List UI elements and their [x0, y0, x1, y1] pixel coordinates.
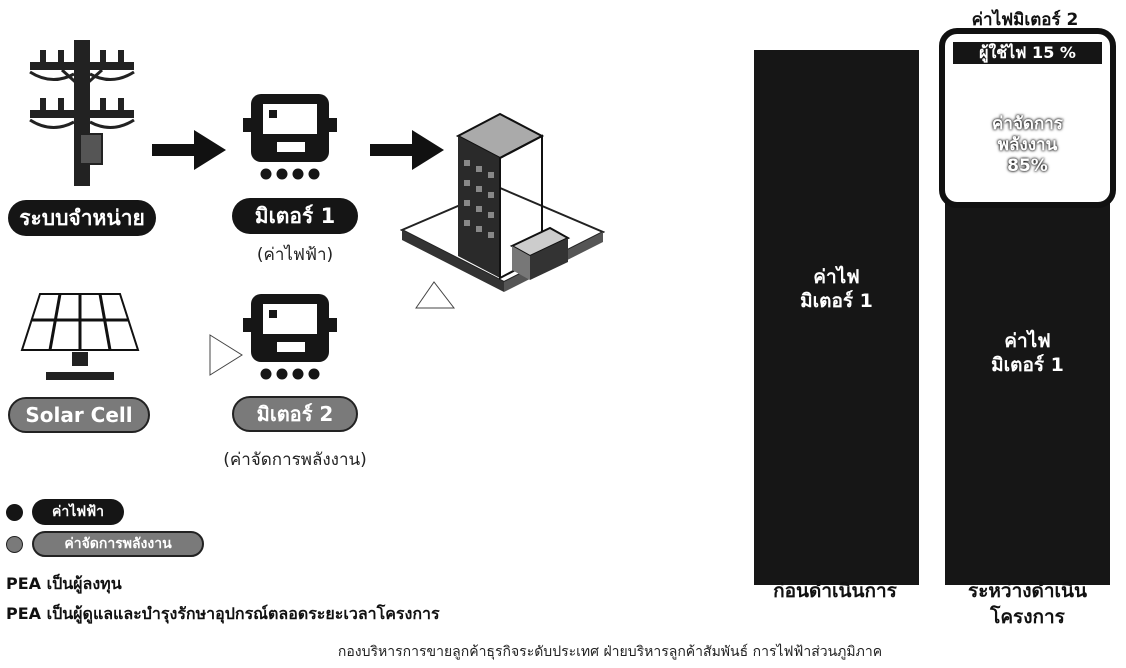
textured-dot-icon — [6, 536, 23, 553]
bar-during-text: ค่าไฟ — [1004, 330, 1051, 352]
bar-before: ค่าไฟ มิเตอร์ 1 — [754, 50, 919, 585]
meter-icon — [243, 294, 337, 380]
meter2-subtitle: (ค่าจัดการพลังงาน) — [223, 450, 367, 470]
mgmt-text: 85% — [1007, 156, 1048, 176]
arrow-right-icon — [166, 334, 243, 376]
mgmt-text: พลังงาน — [997, 135, 1058, 155]
legend-electricity-label: ค่าไฟฟ้า — [32, 499, 124, 525]
note-investor: PEA เป็นผู้ลงทุน — [6, 574, 122, 593]
arrow-up-icon — [366, 281, 456, 369]
meter1-label: มิเตอร์ 1 — [232, 198, 358, 234]
meter2-bar-title: ค่าไฟมิเตอร์ 2 — [971, 10, 1079, 30]
legend-energy-mgmt-label: ค่าจัดการพลังงาน — [32, 531, 204, 557]
caption-during-line: โครงการ — [990, 606, 1065, 628]
arrow-right-icon — [152, 130, 226, 170]
solar-label: Solar Cell — [8, 397, 150, 433]
textured-fill — [953, 67, 1102, 195]
meter2-segment: ผู้ใช้ไฟ 15 % ค่าจัดการ พลังงาน 85% — [939, 28, 1116, 208]
meter1-subtitle: (ค่าไฟฟ้า) — [256, 245, 334, 265]
building-icon — [400, 112, 605, 292]
savings-segment: ผู้ใช้ไฟ 15 % — [953, 42, 1102, 64]
mgmt-text: ค่าจัดการ — [992, 114, 1063, 134]
bar-during-text: มิเตอร์ 1 — [991, 354, 1064, 376]
footer-text: กองบริหารการขายลูกค้าธุรกิจระดับประเทศ ฝ… — [337, 644, 883, 660]
solid-dot-icon — [6, 504, 23, 521]
meter-icon — [243, 94, 337, 180]
grid-label: ระบบจำหน่าย — [8, 200, 156, 236]
caption-during-line: ระหว่างดำเนิน — [967, 580, 1088, 602]
caption-during: ระหว่างดำเนิน โครงการ — [925, 578, 1126, 630]
power-pole-icon — [29, 40, 135, 186]
meter2-label: มิเตอร์ 2 — [232, 396, 358, 432]
caption-before: ก่อนดำเนินการ — [773, 580, 897, 602]
solar-panel-icon — [20, 293, 140, 380]
bar-before-text: ค่าไฟ — [813, 266, 860, 288]
note-maintenance: PEA เป็นผู้ดูแลและบำรุงรักษาอุปกรณ์ตลอดร… — [6, 604, 440, 623]
arrow-right-icon — [370, 130, 444, 170]
bar-before-text: มิเตอร์ 1 — [800, 290, 873, 312]
